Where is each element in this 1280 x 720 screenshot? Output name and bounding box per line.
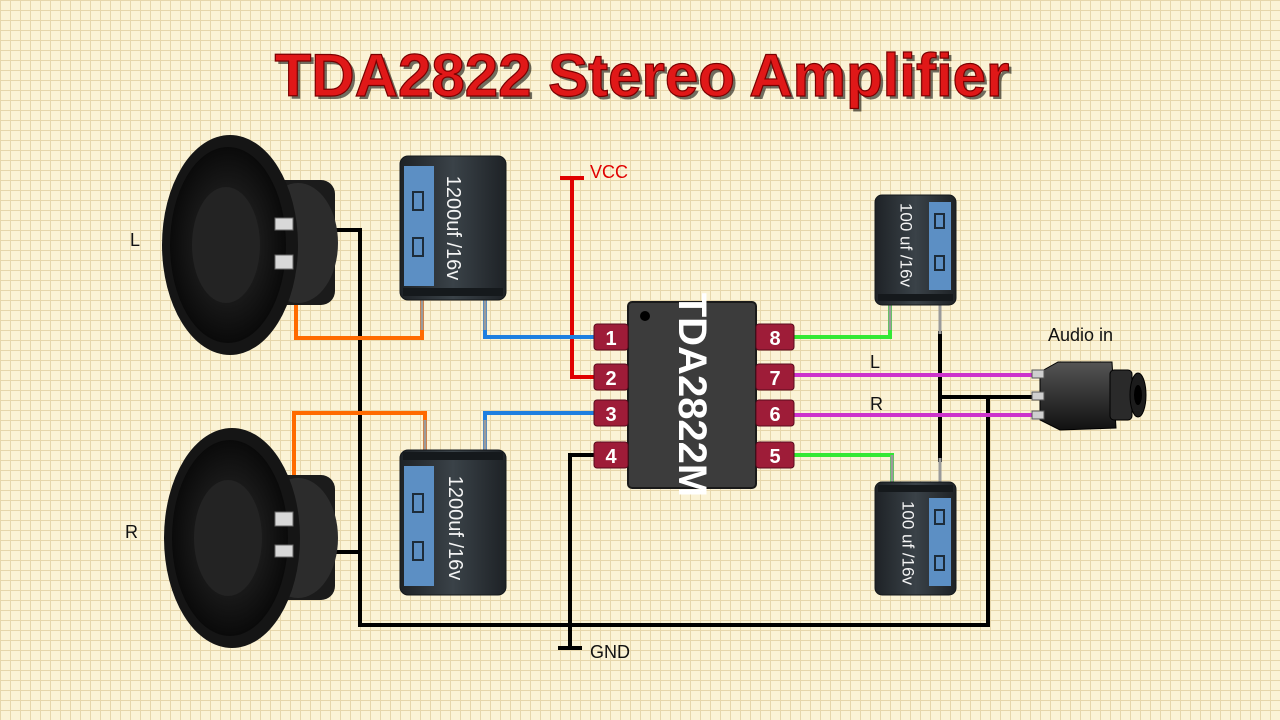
- pin-3: [593, 399, 629, 427]
- audio-jack: [1031, 361, 1147, 431]
- pin-5-label: 5: [769, 446, 780, 468]
- capacitor-input-bottom: [874, 455, 957, 596]
- pin-4: [593, 441, 629, 469]
- diagram-title: TDA2822 Stereo Amplifier: [275, 42, 1010, 109]
- pin-8-label: 8: [769, 328, 780, 350]
- pin-3-label: 3: [605, 404, 616, 426]
- speaker-right: [164, 428, 338, 648]
- chip-label: TDA2822M: [670, 293, 714, 498]
- pin-1-label: 1: [605, 328, 616, 350]
- pin-1: [593, 323, 629, 351]
- audio-in-label: Audio in: [1048, 325, 1113, 345]
- speaker-left: [162, 135, 338, 355]
- gnd-label: GND: [590, 642, 630, 662]
- ground-wire-pin4: [568, 453, 616, 650]
- speaker-right-label: R: [125, 522, 138, 542]
- capacitor-output-top-label: 1200uf /16v: [442, 176, 464, 281]
- pin-2: [593, 363, 629, 391]
- channel-right-label: R: [870, 394, 883, 414]
- capacitor-output-top: [399, 155, 507, 330]
- pin-6-label: 6: [769, 404, 780, 426]
- chip-tda2822m: [627, 301, 757, 489]
- capacitor-input-bottom-label: 100 uf /16v: [899, 501, 918, 586]
- vcc-label: VCC: [590, 162, 628, 182]
- pin-5: [755, 441, 795, 469]
- capacitor-output-bottom: [399, 420, 507, 596]
- pin-4-label: 4: [605, 446, 617, 468]
- speaker-left-label: L: [130, 230, 140, 250]
- pin-7-label: 7: [769, 368, 780, 390]
- pin-2-label: 2: [605, 368, 616, 390]
- capacitor-output-bottom-label: 1200uf /16v: [444, 476, 466, 581]
- capacitor-input-top: [874, 194, 957, 334]
- channel-left-label: L: [870, 352, 880, 372]
- pin-8: [755, 323, 795, 351]
- capacitor-input-top-label: 100 uf /16v: [897, 203, 916, 288]
- pin-6: [755, 399, 795, 427]
- pin-7: [755, 363, 795, 391]
- title-shadow: TDA2822 Stereo Amplifier: [278, 45, 1013, 112]
